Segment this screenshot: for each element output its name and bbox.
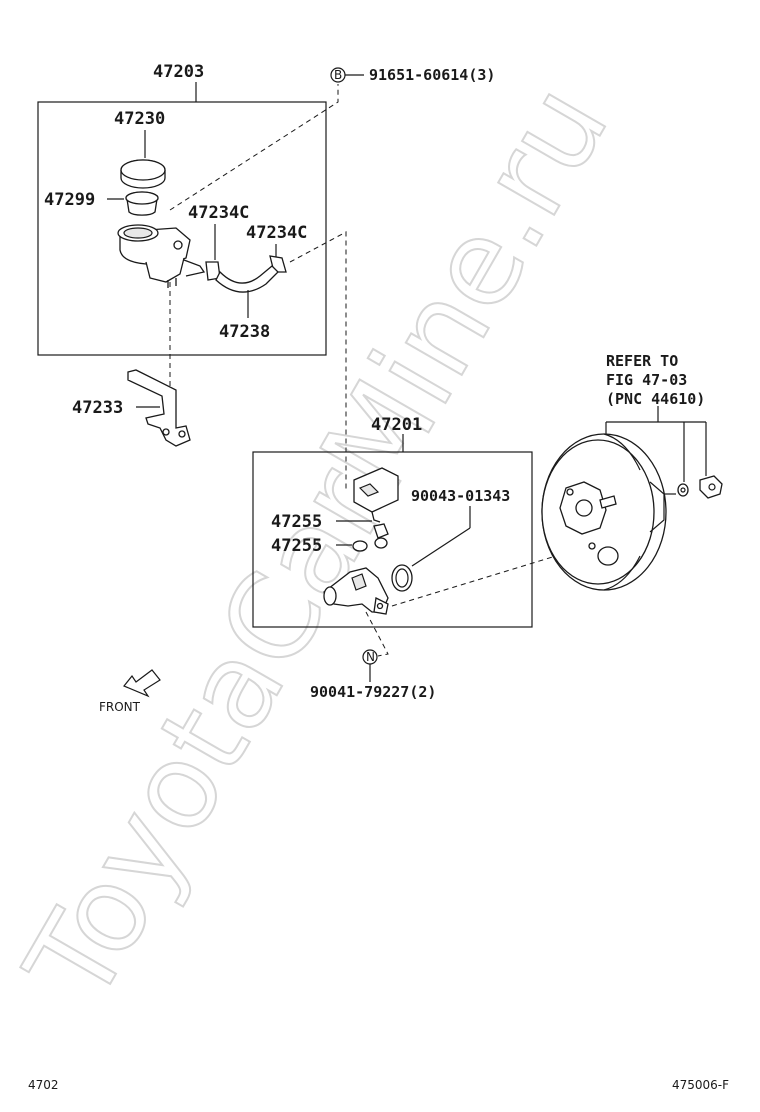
refer-line-1[interactable]: REFER TO [606, 352, 678, 370]
reservoir-strainer [125, 191, 159, 216]
booster-washer [677, 483, 689, 497]
master-cylinder-body [323, 567, 389, 615]
reservoir-bracket [127, 369, 191, 447]
brake-booster [541, 433, 676, 591]
label-47234c-a[interactable]: 47234C [188, 203, 249, 223]
label-47255-a[interactable]: 47255 [271, 512, 322, 532]
label-47203[interactable]: 47203 [153, 62, 204, 82]
label-47230[interactable]: 47230 [114, 109, 165, 129]
label-90041-79227[interactable]: 90041-79227(2) [310, 683, 436, 701]
footer-right: 475006-F [672, 1078, 729, 1092]
label-47234c-b[interactable]: 47234C [246, 223, 307, 243]
o-ring [391, 564, 413, 592]
footer-left: 4702 [28, 1078, 59, 1092]
label-47299[interactable]: 47299 [44, 190, 95, 210]
marker-n: N [366, 650, 375, 664]
grommet-a [373, 523, 389, 539]
reservoir-tank [117, 224, 206, 288]
booster-clevis [699, 475, 723, 499]
refer-line-2[interactable]: FIG 47-03 [606, 371, 687, 389]
reservoir-hose [215, 265, 279, 293]
master-cylinder-group-box [252, 451, 533, 628]
label-90043-01343[interactable]: 90043-01343 [411, 487, 510, 505]
grommet-b [352, 537, 388, 552]
reservoir-group-box [37, 101, 327, 356]
front-arrow-icon [123, 669, 161, 698]
label-47238[interactable]: 47238 [219, 322, 270, 342]
label-47201[interactable]: 47201 [371, 415, 422, 435]
reservoir-cap [120, 159, 166, 189]
master-cylinder-reservoir [353, 467, 399, 523]
label-91651-60614[interactable]: 91651-60614(3) [369, 66, 495, 84]
front-label: FRONT [99, 700, 141, 714]
refer-line-3[interactable]: (PNC 44610) [606, 390, 705, 408]
marker-b: B [334, 68, 342, 82]
label-47255-b[interactable]: 47255 [271, 536, 322, 556]
label-47233[interactable]: 47233 [72, 398, 123, 418]
